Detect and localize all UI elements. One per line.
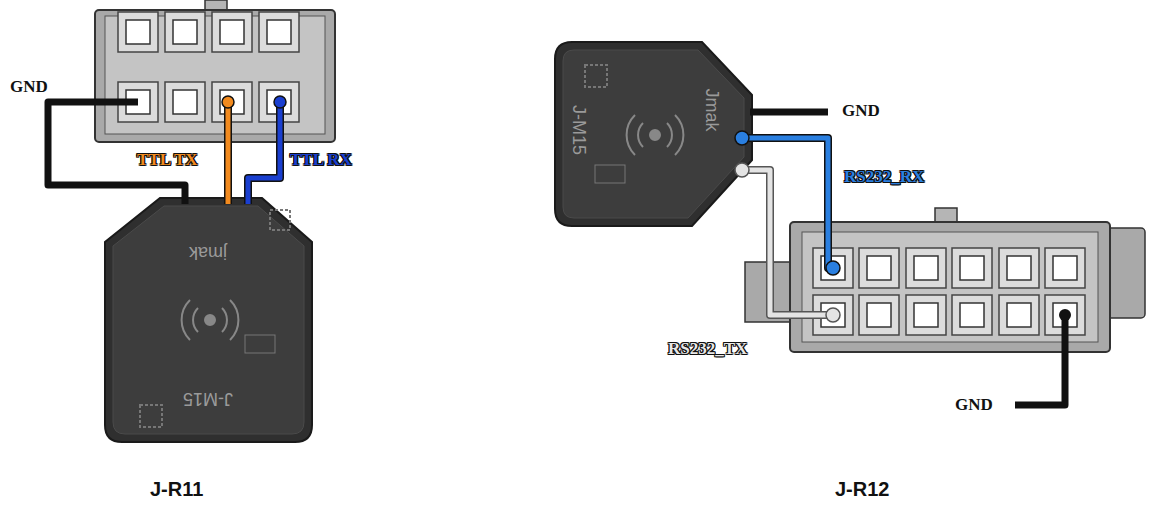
signal-label: RS232_RX (844, 168, 924, 187)
signal-label: RS232_TX (668, 340, 747, 359)
right-device (555, 42, 752, 226)
left-device (105, 198, 312, 442)
left-wires (48, 96, 286, 204)
ground-label: GND (10, 78, 48, 97)
left-connector (95, 0, 335, 142)
ground-label: GND (955, 396, 993, 415)
right-wires (735, 112, 1071, 405)
signal-label: TTL TX (137, 151, 198, 170)
model-mark: J-M15 (568, 105, 588, 155)
caption-label: J-R11 (150, 478, 203, 500)
brand-mark: Jmak (702, 88, 722, 131)
caption-label: J-R12 (835, 478, 889, 500)
signal-label: TTL RX (290, 151, 352, 170)
brand-mark: jmak (189, 242, 227, 262)
ground-label: GND (842, 102, 880, 121)
right-connector (745, 208, 1145, 352)
model-mark: J-M15 (183, 388, 233, 408)
